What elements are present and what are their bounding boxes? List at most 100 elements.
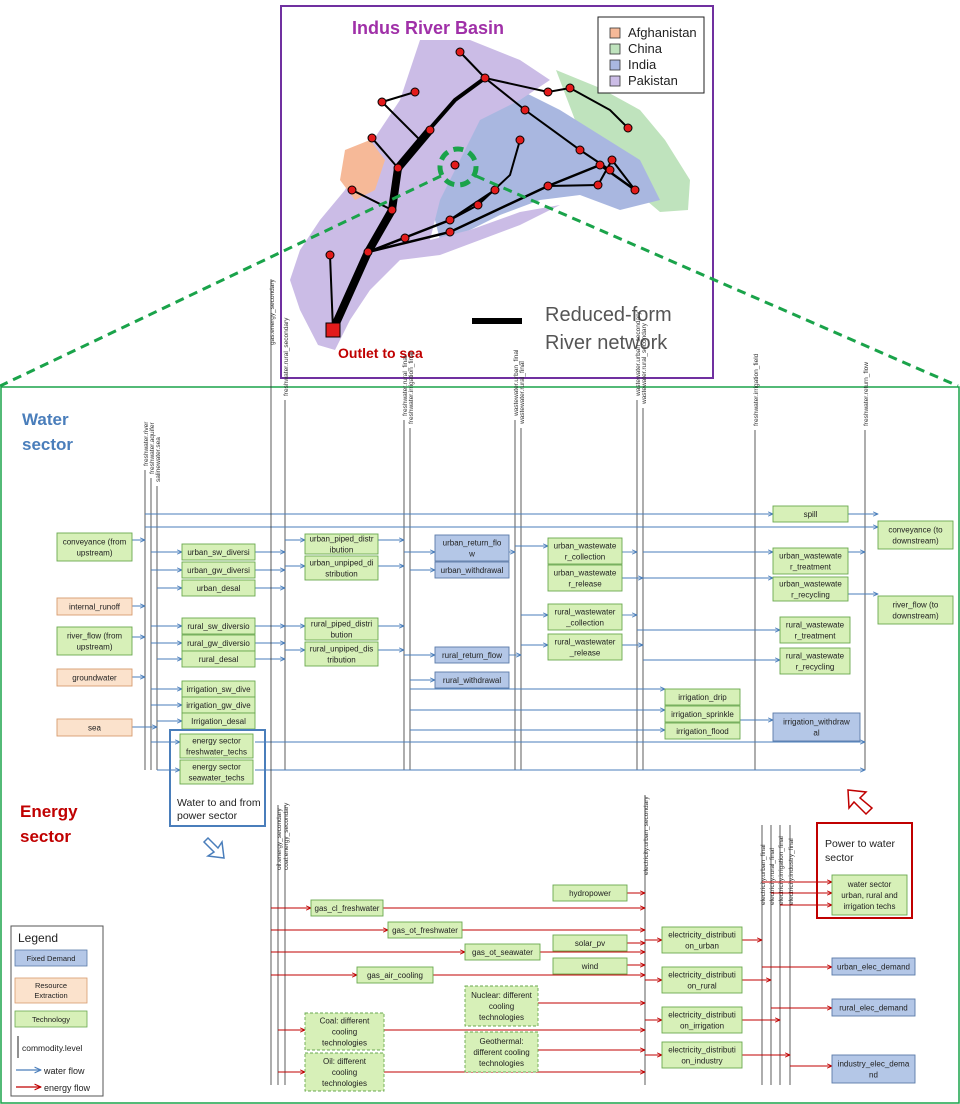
wastewater-urban-collection: urban_wastewater_collection xyxy=(547,537,623,565)
input-internal-runoff-label: internal_runoff xyxy=(69,603,121,612)
demand-rural-withdrawal-label: rural_withdrawal xyxy=(443,676,501,685)
legend-label-china: China xyxy=(628,41,663,56)
diversion-tech-box xyxy=(181,650,256,668)
water-bus-label: freshwater.return_flow xyxy=(863,362,870,426)
energy-bus-label: oil.energy_secondary xyxy=(276,807,283,870)
distribution-urban-unpiped-label: urban_unpiped_di xyxy=(309,559,373,568)
cooling-gas-air-box xyxy=(356,966,434,984)
node xyxy=(565,83,575,93)
branch-e xyxy=(371,137,399,169)
demand-rural-elec: rural_elec_demand xyxy=(831,998,916,1017)
water-sector-techs-label: irrigation techs xyxy=(843,902,895,911)
distribution-urban-unpiped-box xyxy=(304,555,379,581)
demand-urban-withdrawal-box xyxy=(434,561,510,579)
distribution-rural-piped-label: bution xyxy=(331,631,353,640)
diversion-tech-label: urban_desal xyxy=(196,584,240,593)
diversion-tech: rural_desal xyxy=(181,650,256,668)
diagram-legend: Legend Fixed Demand Resource Extraction … xyxy=(10,925,104,1097)
cooling-gas-ot-freshwater-box xyxy=(387,921,463,939)
node xyxy=(473,200,483,210)
callout-label-bg xyxy=(172,795,263,824)
diversion-tech: rural_sw_diversio xyxy=(181,617,256,635)
node xyxy=(445,215,455,225)
callout-water-line2: power sector xyxy=(177,810,238,822)
power-seawater-tech-label: seawater_techs xyxy=(188,774,244,783)
node xyxy=(520,105,530,115)
input-groundwater-label: groundwater xyxy=(72,674,117,683)
water-bus-label: freshwater.river xyxy=(143,421,150,466)
cooling-gas-air: gas_air_cooling xyxy=(356,966,434,984)
water-bus-label: wastewater.rural_secondary xyxy=(641,322,648,405)
energy-bus-label: electricity.urban_secondary xyxy=(643,796,650,875)
urban-recycling-tech: urban_wastewater_recycling xyxy=(772,576,849,602)
power-freshwater-tech-label: freshwater_techs xyxy=(186,748,247,757)
wastewater-rural-collection-box xyxy=(547,603,623,631)
group-oil-label: cooling xyxy=(332,1068,357,1077)
diversion-tech-box xyxy=(181,561,256,579)
water-bus-label: salinewater.sea xyxy=(155,437,162,482)
rural-treatment-tech-label: r_treatment xyxy=(795,632,837,641)
callout-box-energy xyxy=(816,822,913,919)
wastewater-urban-collection-box xyxy=(547,537,623,565)
river-nodes xyxy=(325,47,640,260)
legend-resource-line2: Extraction xyxy=(34,991,67,1000)
branch-l xyxy=(547,158,636,191)
map-title: Indus River Basin xyxy=(352,18,504,38)
renewable-wind-box xyxy=(552,957,628,975)
cooling-gas-ot-freshwater: gas_ot_freshwater xyxy=(387,921,463,939)
elec-distribution-urban-box xyxy=(661,926,743,954)
renewable-hydropower-box xyxy=(552,884,628,902)
output-river-flow-label: downstream) xyxy=(892,612,939,621)
legend-swatch-afghanistan xyxy=(609,27,621,39)
legend-technology-swatch xyxy=(14,1010,88,1028)
rural-recycling-tech-box xyxy=(779,647,851,675)
urban-treatment-tech-label: urban_wastewate xyxy=(779,552,842,561)
demand-urban-withdrawal: urban_withdrawal xyxy=(434,561,510,579)
diversion-tech-label: rural_sw_diversio xyxy=(187,622,250,631)
urban-recycling-tech-box xyxy=(772,576,849,602)
legend-resource-swatch xyxy=(14,977,88,1004)
node xyxy=(515,135,525,145)
input-groundwater-box xyxy=(56,668,133,687)
node xyxy=(387,205,397,215)
group-oil-label: technologies xyxy=(322,1079,367,1088)
input-conveyance-label: conveyance (from xyxy=(63,538,127,547)
elec-distribution-irrigation-label: electricity_distributi xyxy=(668,1011,736,1020)
urban-recycling-tech-label: r_recycling xyxy=(791,591,830,600)
input-groundwater: groundwater xyxy=(56,668,133,687)
branch-k xyxy=(367,237,406,253)
demand-urban-elec-box xyxy=(831,957,916,976)
outlet-label: Outlet to sea xyxy=(338,345,423,361)
energy-sector-title-line1: Energy xyxy=(20,802,78,821)
legend-commodity-label: commodity.level xyxy=(22,1043,82,1053)
diversion-tech-box xyxy=(181,579,256,597)
wastewater-rural-collection-label: rural_wastewater xyxy=(555,608,616,617)
node xyxy=(347,185,357,195)
water-sector-techs-label: urban, rural and xyxy=(841,891,897,900)
energy-bus-label: electricity.urban_final xyxy=(760,844,767,905)
elec-distribution-urban-label: electricity_distributi xyxy=(668,931,736,940)
irrigation-drip: irrigation_drip xyxy=(664,688,741,706)
diversion-tech-label: rural_gw_diversio xyxy=(187,639,250,648)
demand-urban-return-flow: urban_return_flow xyxy=(434,534,510,562)
water-bus-label: freshwater.aquifer xyxy=(149,421,156,474)
diversion-tech-label: rural_desal xyxy=(199,655,239,664)
node xyxy=(400,233,410,243)
renewable-solar-pv-label: solar_pv xyxy=(575,939,605,948)
water-sector-techs-label: water sector xyxy=(847,880,892,889)
input-sea-label: sea xyxy=(88,724,101,733)
group-nuclear-label: cooling xyxy=(489,1002,514,1011)
input-river-flow-label: river_flow (from xyxy=(67,632,122,641)
afghanistan-region xyxy=(340,140,385,200)
node xyxy=(480,73,490,83)
energy-bus-label: electricity.rural_final xyxy=(769,847,776,905)
renewable-hydropower-label: hydropower xyxy=(569,889,611,898)
zoom-circle xyxy=(437,146,479,188)
